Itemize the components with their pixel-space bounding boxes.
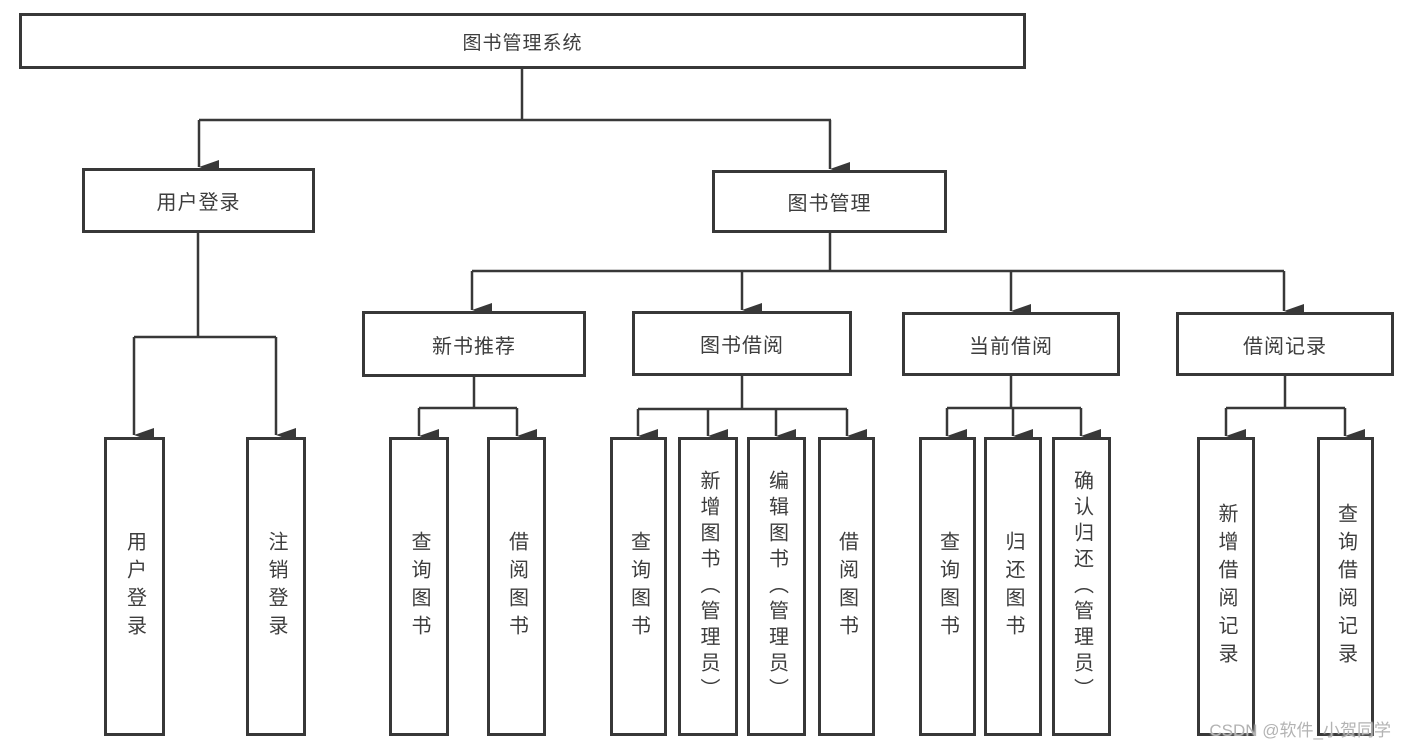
leaf-borrow-add-books-admin-label: 新增图书（管理员）: [697, 469, 719, 704]
node-root-system: 图书管理系统: [19, 13, 1026, 69]
leaf-borrow-borrow-books: 借阅图书: [818, 437, 875, 736]
leaf-current-return-books-label: 归还图书: [1002, 530, 1024, 643]
leaf-records-query-record: 查询借阅记录: [1317, 437, 1374, 736]
node-user-login-label: 用户登录: [156, 192, 241, 214]
node-current-borrow: 当前借阅: [902, 312, 1120, 376]
csdn-watermark: CSDN @软件_小贺同学: [1209, 721, 1391, 740]
leaf-current-confirm-return-admin: 确认归还（管理员）: [1052, 437, 1111, 736]
leaf-borrow-edit-books-admin: 编辑图书（管理员）: [747, 437, 806, 736]
leaf-user-login-label: 用户登录: [123, 530, 146, 643]
node-borrow-records-label: 借阅记录: [1243, 335, 1327, 358]
leaf-current-confirm-return-admin-label: 确认归还（管理员）: [1070, 469, 1093, 704]
leaf-logout: 注销登录: [246, 437, 306, 736]
node-root-label: 图书管理系统: [462, 32, 583, 54]
leaf-current-return-books: 归还图书: [984, 437, 1042, 736]
leaf-newbooks-query-books: 查询图书: [389, 437, 449, 736]
node-book-management-label: 图书管理: [787, 193, 872, 215]
node-new-book-recommend-label: 新书推荐: [432, 335, 516, 358]
node-current-borrow-label: 当前借阅: [969, 335, 1053, 358]
node-book-borrow: 图书借阅: [632, 311, 852, 376]
leaf-current-query-books-label: 查询图书: [936, 530, 959, 643]
leaf-newbooks-borrow-books: 借阅图书: [487, 437, 546, 736]
leaf-borrow-borrow-books-label: 借阅图书: [835, 530, 858, 643]
leaf-borrow-query-books-label: 查询图书: [627, 530, 650, 643]
node-book-borrow-label: 图书借阅: [700, 335, 784, 357]
leaf-newbooks-borrow-books-label: 借阅图书: [505, 530, 528, 643]
node-new-book-recommend: 新书推荐: [362, 311, 586, 377]
leaf-records-add-record-label: 新增借阅记录: [1215, 502, 1237, 671]
leaf-newbooks-query-books-label: 查询图书: [408, 530, 430, 643]
leaf-logout-label: 注销登录: [265, 530, 287, 643]
leaf-user-login: 用户登录: [104, 437, 165, 736]
node-user-login: 用户登录: [82, 168, 315, 233]
leaf-borrow-query-books: 查询图书: [610, 437, 667, 736]
leaf-current-query-books: 查询图书: [919, 437, 976, 736]
node-borrow-records: 借阅记录: [1176, 312, 1394, 376]
leaf-borrow-edit-books-admin-label: 编辑图书（管理员）: [765, 469, 788, 704]
leaf-borrow-add-books-admin: 新增图书（管理员）: [678, 437, 738, 736]
leaf-records-query-record-label: 查询借阅记录: [1334, 502, 1357, 671]
node-book-management: 图书管理: [712, 170, 947, 233]
leaf-records-add-record: 新增借阅记录: [1197, 437, 1255, 736]
